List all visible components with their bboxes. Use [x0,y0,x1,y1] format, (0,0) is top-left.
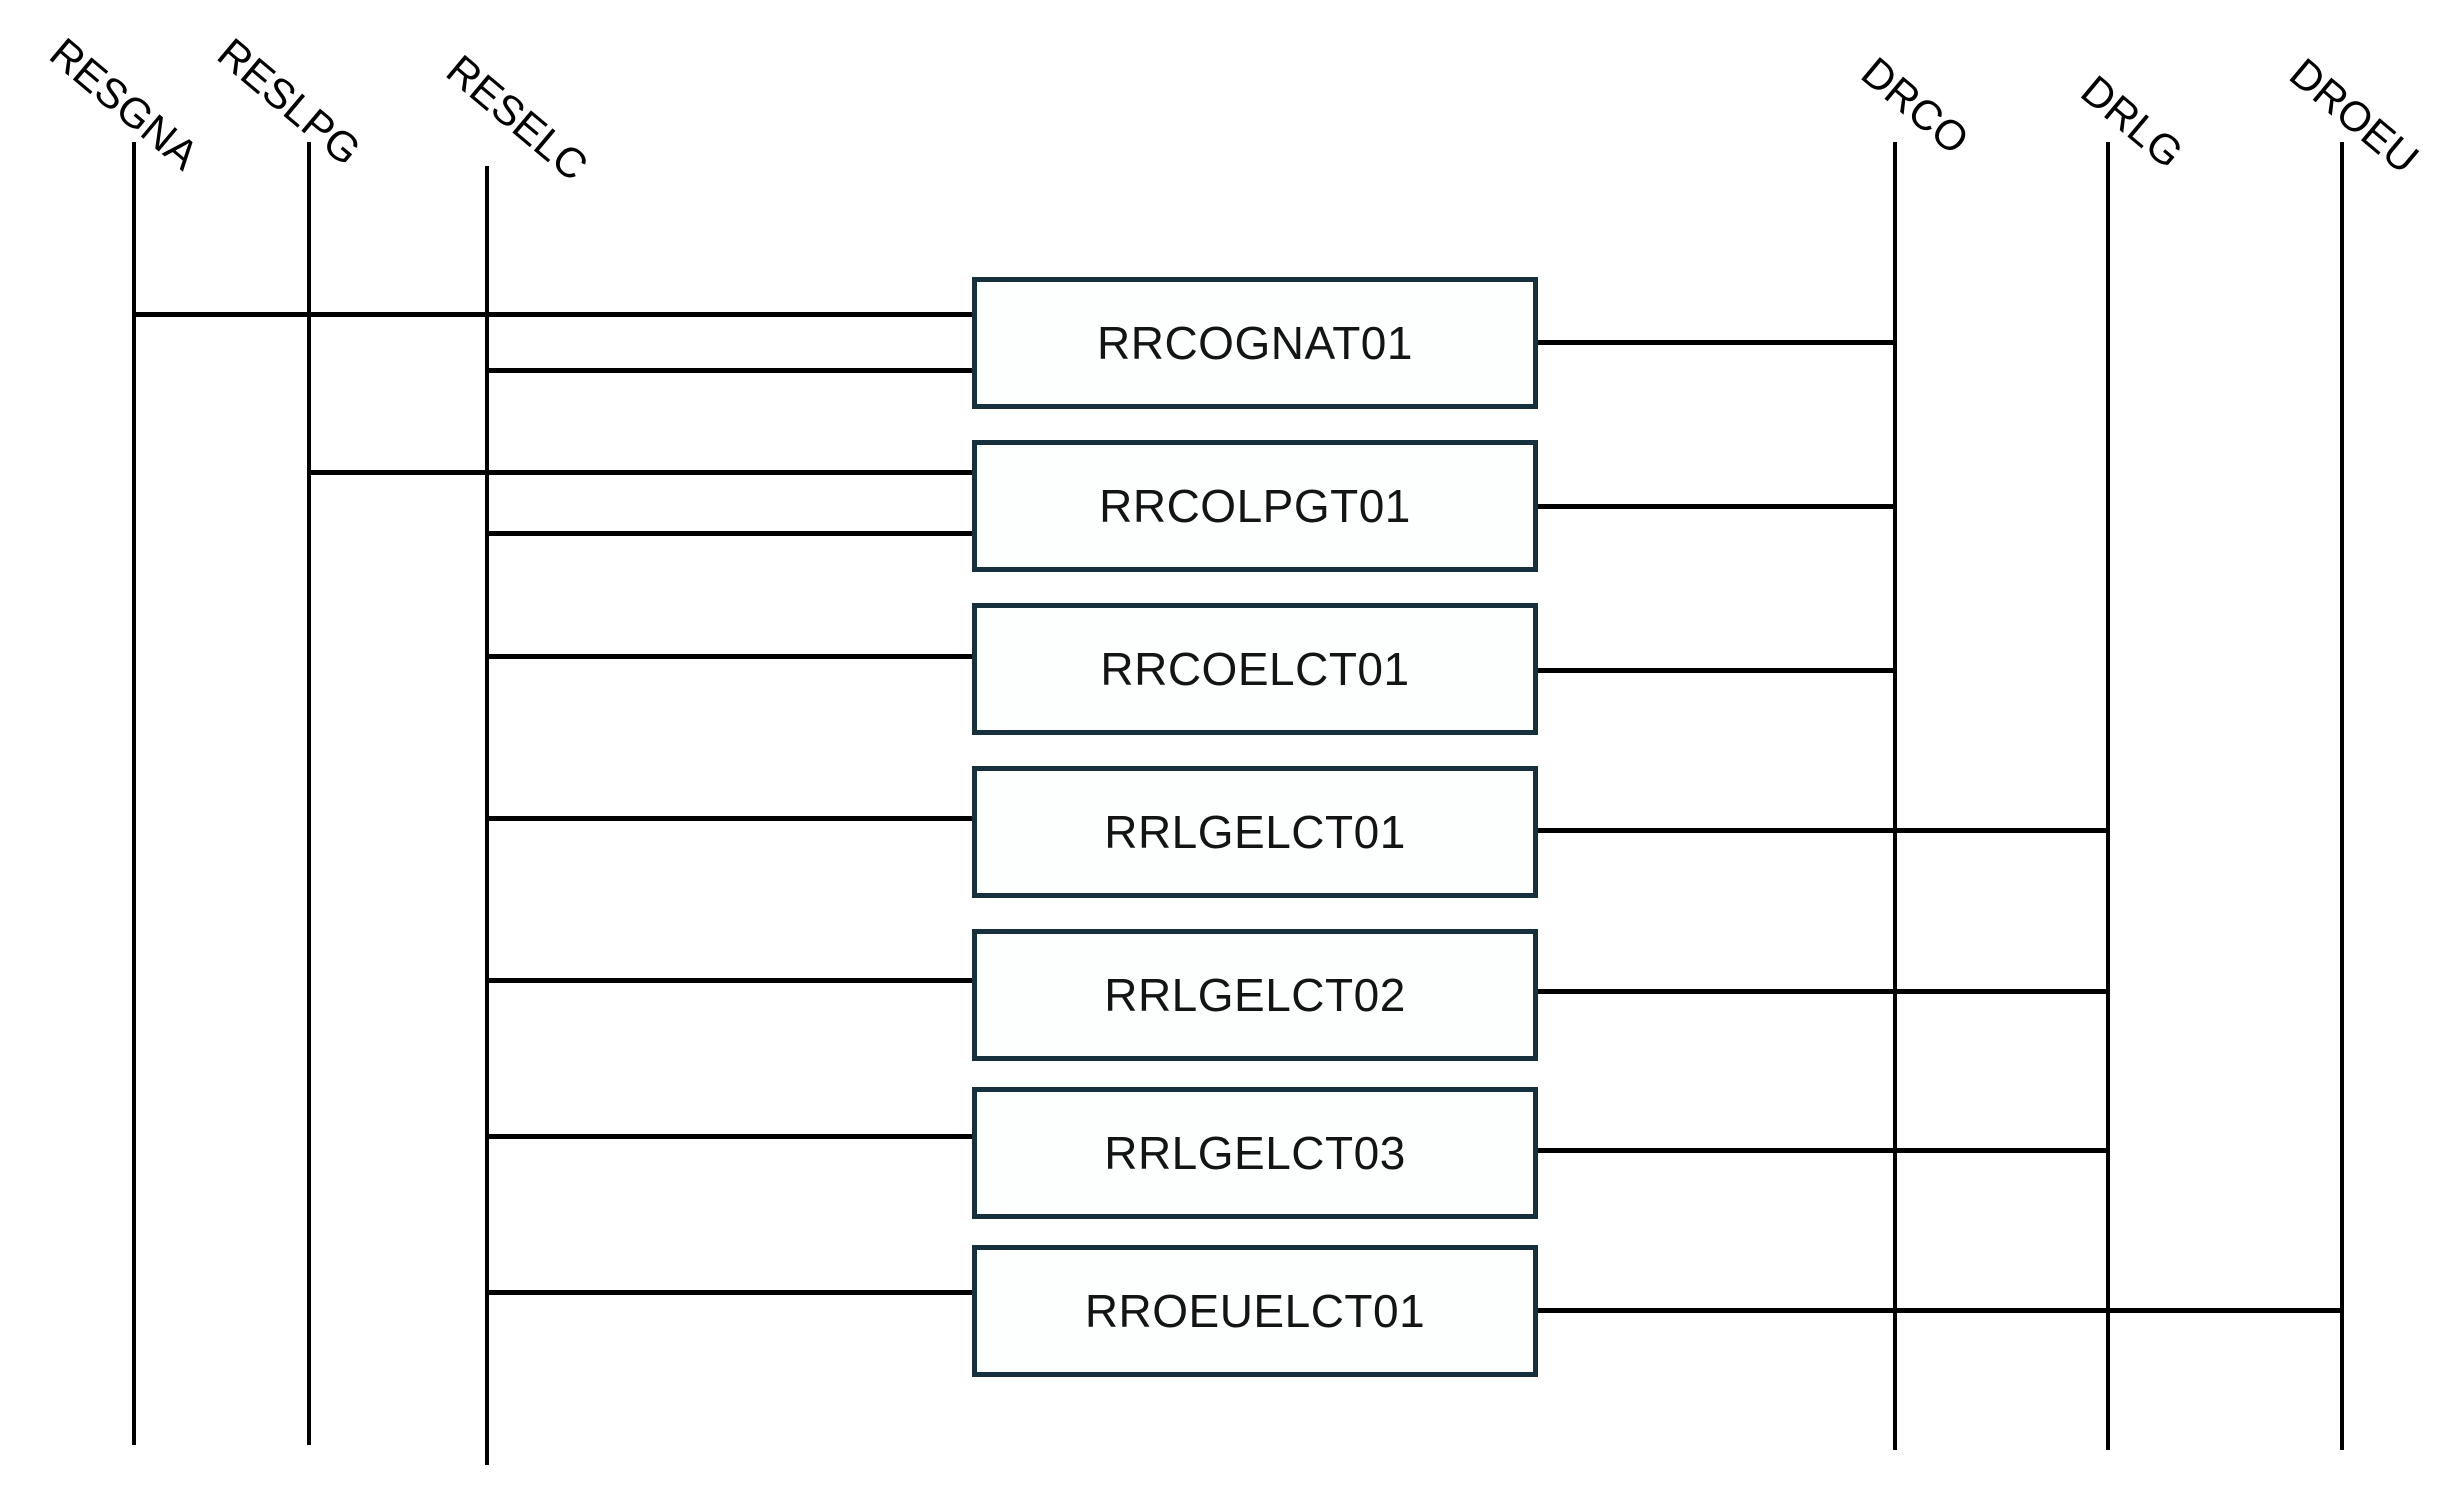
connector-droeu-rroeuelct01 [1534,1307,2344,1313]
bus-label-droeu: DROEU [2281,48,2428,183]
connector-reslpg-rrcolpgt01 [307,469,976,475]
connector-resgna-rrcognat01 [132,311,976,317]
node-box-rrlgelct01: RRLGELCT01 [972,766,1538,898]
node-box-rrlgelct03: RRLGELCT03 [972,1087,1538,1219]
connector-drco-rrcoelct01 [1534,667,1897,673]
node-label: RRCOGNAT01 [1097,317,1413,369]
node-label: RROEUELCT01 [1084,1285,1426,1337]
node-label: RRLGELCT03 [1104,1127,1406,1179]
bus-label-resgna: RESGNA [41,28,208,179]
connector-drlg-rrlgelct03 [1534,1147,2110,1153]
node-label: RRLGELCT01 [1104,806,1406,858]
connector-reselc-rrcolpgt01 [485,530,976,536]
connector-reselc-rrlgelct03 [485,1133,976,1139]
bus-line-drlg [2106,142,2110,1450]
bus-line-droeu [2340,142,2344,1450]
bus-line-drco [1893,142,1897,1450]
node-box-rrcoelct01: RRCOELCT01 [972,603,1538,735]
node-label: RRLGELCT02 [1104,969,1406,1021]
node-box-rrcolpgt01: RRCOLPGT01 [972,440,1538,572]
node-box-rrlgelct02: RRLGELCT02 [972,929,1538,1061]
node-label: RRCOELCT01 [1100,643,1410,695]
bus-label-reslpg: RESLPG [208,28,370,175]
connector-drlg-rrlgelct02 [1534,988,2110,994]
connector-drco-rrcognat01 [1534,339,1897,345]
connector-reselc-rrlgelct02 [485,977,976,983]
node-label: RRCOLPGT01 [1099,480,1411,532]
bus-line-reslpg [307,142,311,1445]
bus-line-resgna [132,142,136,1445]
node-box-rroeuelct01: RROEUELCT01 [972,1245,1538,1377]
connector-drco-rrcolpgt01 [1534,503,1897,509]
node-box-rrcognat01: RRCOGNAT01 [972,277,1538,409]
connector-reselc-rrcognat01 [485,367,976,373]
bus-label-reselc: RESELC [437,45,597,190]
bus-label-drco: DRCO [1852,47,1978,164]
connector-reselc-rrlgelct01 [485,815,976,821]
connector-drlg-rrlgelct01 [1534,827,2110,833]
connector-reselc-rrcoelct01 [485,653,976,659]
bus-label-drlg: DRLG [2072,66,2193,178]
connector-reselc-rroeuelct01 [485,1289,976,1295]
